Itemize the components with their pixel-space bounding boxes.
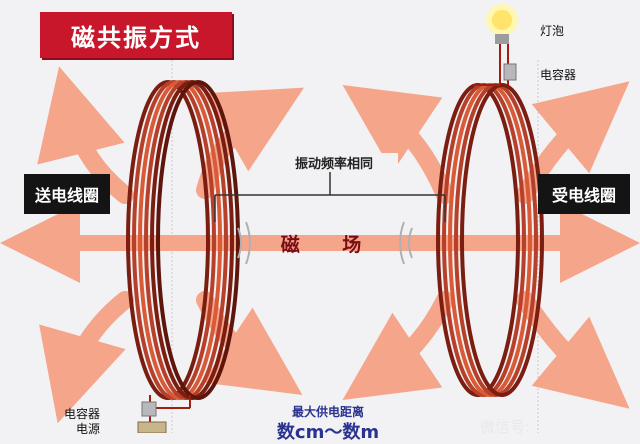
diagram-title: 磁共振方式 [40, 12, 232, 58]
max-distance-title: 最大供电距离 [291, 405, 364, 419]
resonance-bracket [214, 172, 446, 222]
magnetic-field-label: 磁 场 [280, 234, 380, 256]
light-bulb-icon [486, 4, 518, 44]
diagram-stage: 磁共振方式 送电线圈 受电线圈 振动频率相同 磁 场 灯泡 电容器 电容器 电源… [0, 4, 640, 443]
max-distance-value: 数cm～数m [276, 422, 380, 443]
left-coil [126, 80, 240, 400]
capacitor-label-left: 电容器 [64, 407, 101, 421]
arrow-left-lower-outer [39, 291, 134, 424]
arrow-right-upper-outer [516, 81, 630, 204]
arrow-right-lower-inner [342, 291, 454, 400]
receive-coil-label: 受电线圈 [538, 174, 630, 214]
diagram-graphics [0, 4, 640, 433]
bulb-label: 灯泡 [540, 24, 565, 38]
watermark: 微信号: [480, 418, 531, 436]
arrow-right-lower-outer [516, 291, 630, 409]
right-wiring [472, 44, 509, 86]
capacitor-icon-left [141, 401, 157, 417]
resonance-caption: 振动频率相同 [270, 153, 398, 172]
wave-marks [237, 221, 413, 265]
capacitor-label-right: 电容器 [540, 68, 577, 82]
power-source-icon [137, 421, 167, 433]
power-label: 电源 [76, 422, 101, 436]
capacitor-icon-right [503, 63, 517, 81]
transmit-coil-label: 送电线圈 [24, 174, 110, 214]
arrow-left-upper-outer [37, 66, 134, 204]
